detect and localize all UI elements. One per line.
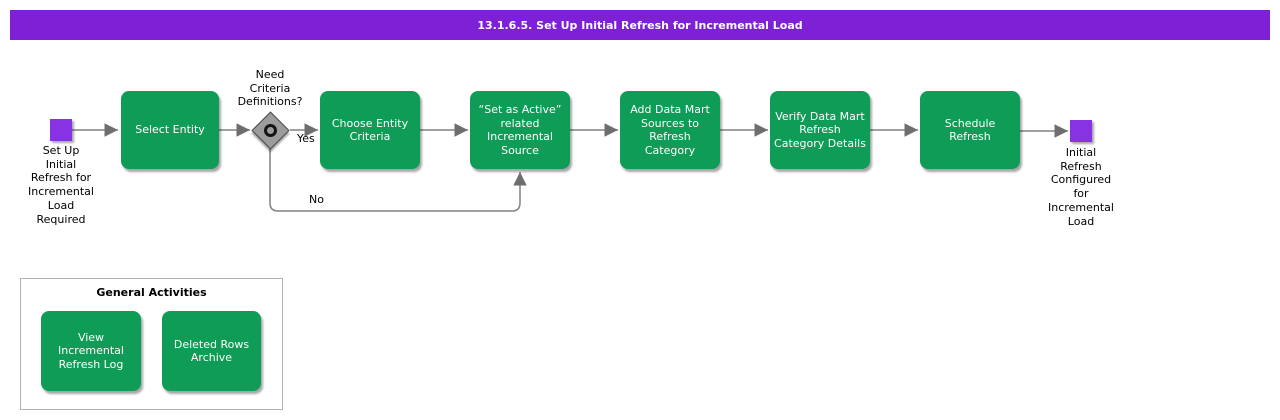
activity-select-entity[interactable]: Select Entity xyxy=(121,91,219,169)
activity-add-data-mart-sources[interactable]: Add Data Mart Sources to Refresh Categor… xyxy=(620,91,720,169)
activity-label: Select Entity xyxy=(135,123,205,137)
end-event-node xyxy=(1070,120,1092,142)
activity-label: View Incremental Refresh Log xyxy=(58,330,124,371)
connector-decision-no-loop xyxy=(269,149,527,212)
decision-no-label: No xyxy=(309,193,324,206)
end-event-label: Initial Refresh Configured for Increment… xyxy=(1048,146,1114,228)
activity-deleted-rows-archive[interactable]: Deleted Rows Archive xyxy=(162,311,261,391)
activity-label: Add Data Mart Sources to Refresh Categor… xyxy=(630,103,710,157)
decision-yes-label: Yes xyxy=(297,132,315,145)
general-activities-title: General Activities xyxy=(96,286,207,299)
activity-label: Choose Entity Criteria xyxy=(331,116,409,144)
activity-choose-entity-criteria[interactable]: Choose Entity Criteria xyxy=(320,91,420,169)
activity-label: Verify Data Mart Refresh Category Detail… xyxy=(774,109,866,150)
diagram-title: 13.1.6.5. Set Up Initial Refresh for Inc… xyxy=(477,18,803,32)
activity-schedule-refresh[interactable]: Schedule Refresh xyxy=(920,91,1020,169)
gateway-circle-icon xyxy=(261,121,280,140)
activity-label: “Set as Active” related Incremental Sour… xyxy=(478,103,562,157)
activity-label: Deleted Rows Archive xyxy=(173,337,250,365)
activity-view-incremental-refresh-log[interactable]: View Incremental Refresh Log xyxy=(41,311,141,391)
activity-label: Schedule Refresh xyxy=(944,116,996,144)
activity-verify-data-mart-refresh-category[interactable]: Verify Data Mart Refresh Category Detail… xyxy=(770,91,870,169)
activity-set-as-active-incremental-source[interactable]: “Set as Active” related Incremental Sour… xyxy=(470,91,570,169)
decision-question-label: Need Criteria Definitions? xyxy=(237,68,303,109)
start-event-label: Set Up Initial Refresh for Incremental L… xyxy=(28,144,94,226)
start-event-node xyxy=(50,119,72,141)
diagram-title-bar: 13.1.6.5. Set Up Initial Refresh for Inc… xyxy=(10,10,1270,40)
general-activities-panel: General Activities View Incremental Refr… xyxy=(20,278,283,410)
